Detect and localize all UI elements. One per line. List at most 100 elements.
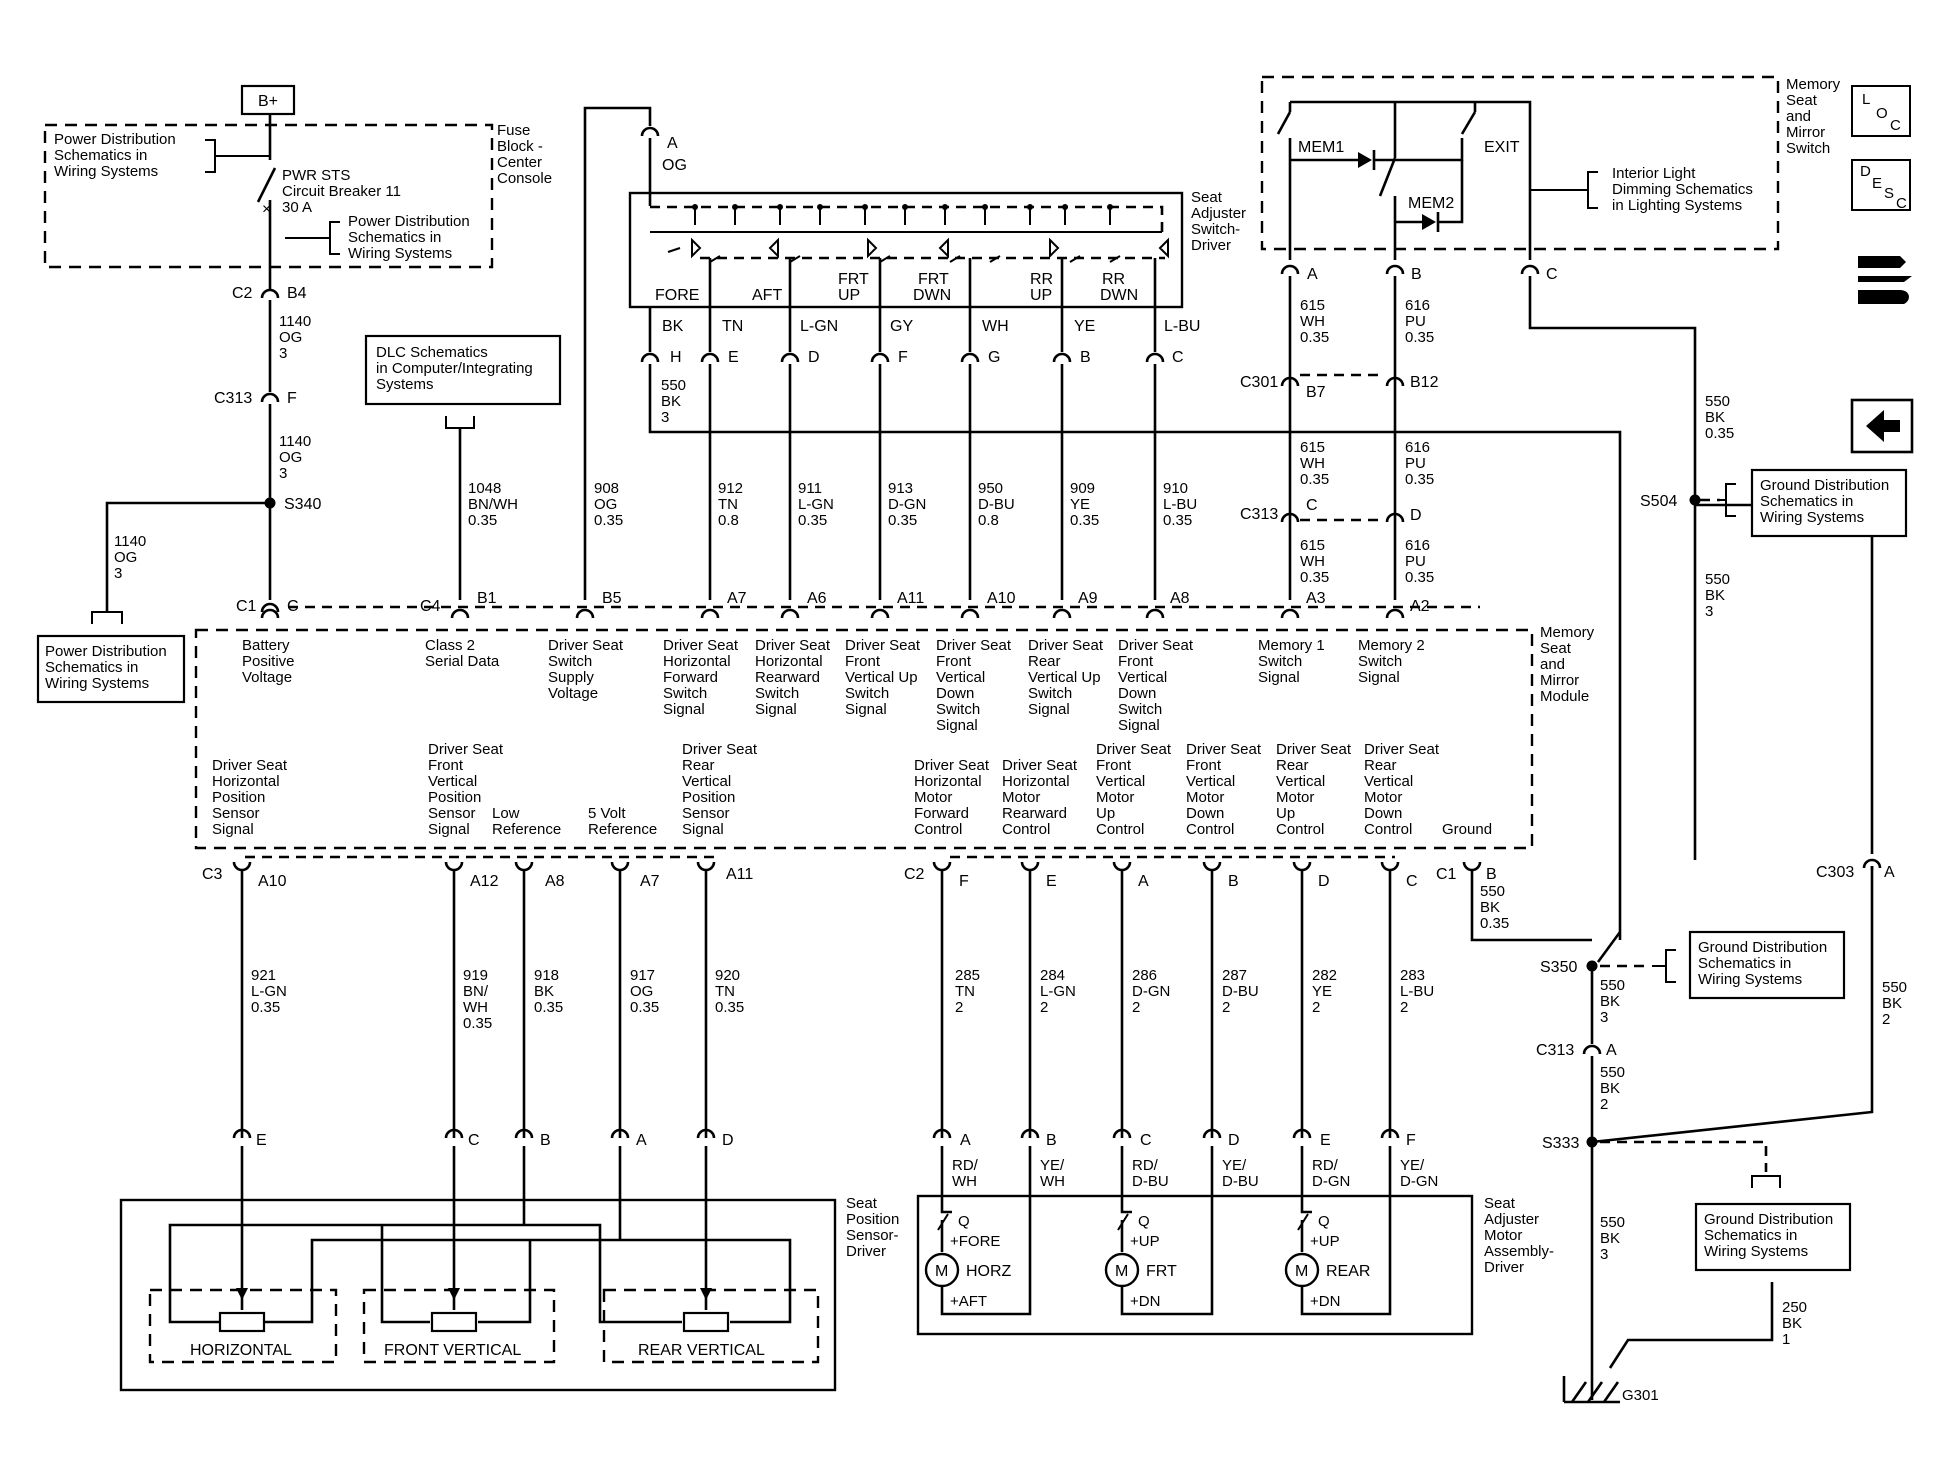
svg-text:OG: OG bbox=[662, 157, 687, 174]
svg-text:E: E bbox=[1872, 175, 1882, 192]
svg-text:C: C bbox=[1406, 873, 1418, 890]
svg-text:C301: C301 bbox=[1240, 374, 1278, 391]
svg-text:FRONT VERTICAL: FRONT VERTICAL bbox=[384, 1342, 521, 1359]
svg-text:C4: C4 bbox=[420, 598, 441, 615]
svg-text:B: B bbox=[1046, 1132, 1057, 1149]
svg-text:B12: B12 bbox=[1410, 374, 1439, 391]
svg-text:M: M bbox=[1295, 1263, 1308, 1280]
svg-text:F: F bbox=[959, 873, 969, 890]
svg-text:A10: A10 bbox=[258, 873, 287, 890]
svg-text:F: F bbox=[287, 390, 297, 407]
svg-text:O: O bbox=[1876, 105, 1888, 122]
svg-text:G301: G301 bbox=[1622, 1387, 1659, 1404]
connector-tool-icon[interactable] bbox=[1858, 256, 1912, 304]
svg-text:H: H bbox=[670, 349, 682, 366]
dlc-box bbox=[364, 334, 562, 406]
svg-text:D: D bbox=[1410, 507, 1422, 524]
switch-output-wires bbox=[648, 258, 1157, 352]
fuse-block-box bbox=[43, 123, 494, 269]
svg-text:M: M bbox=[1115, 1263, 1128, 1280]
svg-text:E: E bbox=[1320, 1132, 1331, 1149]
svg-text:C313: C313 bbox=[1536, 1042, 1574, 1059]
svg-text:C: C bbox=[1896, 195, 1907, 212]
svg-text:TN: TN bbox=[722, 318, 743, 335]
svg-text:GY: GY bbox=[890, 318, 913, 335]
module-box bbox=[194, 628, 1534, 850]
desc-icon[interactable]: D E S C bbox=[1851, 159, 1911, 212]
svg-text:A8: A8 bbox=[1170, 590, 1190, 607]
svg-text:C1: C1 bbox=[1436, 866, 1457, 883]
ground-dist-box-1 bbox=[1750, 468, 1908, 538]
svg-text:D: D bbox=[1860, 163, 1871, 180]
svg-text:A7: A7 bbox=[640, 873, 660, 890]
svg-text:RD/WH: RD/WH bbox=[952, 1157, 979, 1190]
splice-s504 bbox=[1689, 494, 1701, 506]
svg-text:C1: C1 bbox=[236, 598, 257, 615]
loc-icon[interactable]: L O C bbox=[1851, 85, 1911, 137]
svg-text:+FORE: +FORE bbox=[950, 1233, 1000, 1250]
svg-text:A2: A2 bbox=[1410, 598, 1430, 615]
svg-text:A: A bbox=[960, 1132, 971, 1149]
svg-text:YE/D-GN: YE/D-GN bbox=[1400, 1157, 1438, 1190]
svg-text:Q: Q bbox=[1138, 1213, 1150, 1230]
svg-text:RD/D-GN: RD/D-GN bbox=[1312, 1157, 1350, 1190]
svg-text:A3: A3 bbox=[1306, 590, 1326, 607]
svg-text:A7: A7 bbox=[727, 590, 747, 607]
svg-text:G: G bbox=[988, 349, 1000, 366]
svg-text:A9: A9 bbox=[1078, 590, 1098, 607]
bplus-box bbox=[240, 84, 296, 116]
back-arrow-icon[interactable] bbox=[1850, 398, 1914, 454]
ground-dist-box-2 bbox=[1688, 930, 1846, 1000]
svg-text:D: D bbox=[722, 1132, 734, 1149]
svg-text:C313: C313 bbox=[214, 390, 252, 407]
svg-text:D: D bbox=[1228, 1132, 1240, 1149]
svg-text:C313: C313 bbox=[1240, 506, 1278, 523]
sensor-box bbox=[119, 1198, 837, 1392]
svg-text:S350: S350 bbox=[1540, 959, 1577, 976]
svg-text:C3: C3 bbox=[202, 866, 223, 883]
svg-text:B: B bbox=[1080, 349, 1091, 366]
